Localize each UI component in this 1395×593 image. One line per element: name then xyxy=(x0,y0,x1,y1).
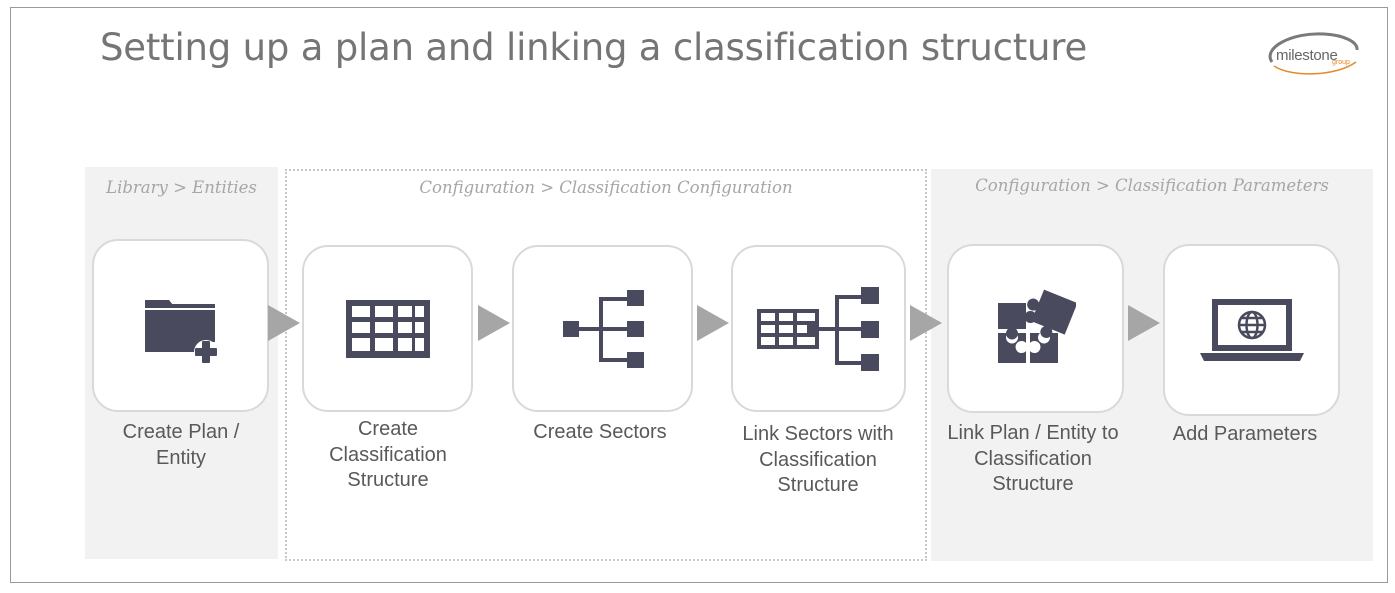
step-label-create-classification: Create Classification Structure xyxy=(329,418,447,491)
folder-add-icon xyxy=(144,299,218,364)
hierarchy-tree-icon xyxy=(562,289,644,368)
flow-arrow-5 xyxy=(1128,305,1160,341)
section-label-classification-parameters: Configuration > Classification Parameter… xyxy=(975,176,1329,195)
page-title: Setting up a plan and linking a classifi… xyxy=(100,26,1088,69)
step-card-create-plan xyxy=(92,239,269,412)
milestone-logo: milestone group xyxy=(1262,28,1362,80)
table-grid-icon xyxy=(345,299,430,358)
section-label-library: Library > Entities xyxy=(106,178,257,197)
step-card-link-plan xyxy=(947,244,1124,413)
step-label-link-plan: Link Plan / Entity to Classification Str… xyxy=(947,422,1119,495)
step-card-link-sectors xyxy=(731,245,906,412)
step-label-link-sectors: Link Sectors with Classification Structu… xyxy=(742,423,894,496)
logo-swoosh-icon xyxy=(1268,32,1359,75)
laptop-globe-icon xyxy=(1199,299,1304,361)
step-label-add-parameters: Add Parameters xyxy=(1172,423,1318,445)
section-label-classification-configuration: Configuration > Classification Configura… xyxy=(419,178,793,197)
flow-arrow-4 xyxy=(910,305,942,341)
flow-arrow-3 xyxy=(697,305,729,341)
step-card-add-parameters xyxy=(1163,244,1340,416)
puzzle-icon xyxy=(997,289,1076,363)
logo-subtext: group xyxy=(1332,59,1350,66)
logo-text: milestone xyxy=(1276,47,1338,64)
step-label-create-sectors: Create Sectors xyxy=(533,421,667,443)
flow-arrow-1 xyxy=(268,305,300,341)
step-card-create-classification xyxy=(302,245,473,412)
table-link-tree-icon xyxy=(756,286,879,371)
step-card-create-sectors xyxy=(512,245,693,412)
flow-arrow-2 xyxy=(478,305,510,341)
step-label-create-plan: Create Plan / Entity xyxy=(122,421,240,469)
